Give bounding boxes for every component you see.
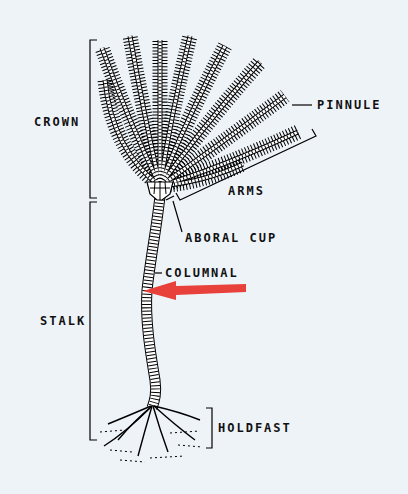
stalk-fill: [147, 196, 160, 408]
stalk-outline: [147, 196, 160, 408]
columnal-leader: [155, 272, 162, 273]
part-label: CROWN: [34, 116, 80, 129]
root: [153, 406, 168, 452]
arm: [159, 40, 162, 186]
arm: [160, 96, 285, 186]
arm: [160, 36, 190, 186]
part-label: ABORAL CUP: [185, 232, 277, 245]
part-label: COLUMNAL: [165, 267, 239, 280]
arm: [130, 36, 160, 186]
part-label: STALK: [40, 315, 86, 328]
pinnule-leader: [292, 104, 312, 105]
pinnules: [102, 36, 298, 186]
arms-fill: [102, 36, 298, 186]
holdfast-roots: [104, 406, 200, 456]
arm: [160, 132, 298, 186]
arms-bracket: [176, 129, 316, 200]
arm: [159, 40, 162, 186]
arm: [160, 132, 298, 186]
arm: [102, 48, 160, 186]
aboral-cup: [147, 182, 173, 200]
crown-bracket: [90, 40, 97, 198]
arm: [130, 36, 160, 186]
arm: [160, 96, 285, 186]
part-label: ARMS: [228, 185, 265, 198]
stalk-bracket: [90, 202, 97, 440]
holdfast-ground: [100, 430, 202, 462]
arm: [102, 48, 160, 186]
arm: [102, 48, 160, 186]
pointer-arrow: [143, 281, 246, 300]
holdfast-bracket: [206, 408, 212, 448]
pinnule: [102, 48, 160, 186]
cup-plates: [150, 182, 170, 200]
aboral-cup-leader: [166, 196, 182, 232]
ground-marks: [100, 430, 202, 462]
brackets: [90, 40, 316, 448]
arm: [130, 36, 160, 186]
arm-segments: [102, 36, 298, 186]
root: [154, 406, 200, 420]
arms-outline: [102, 36, 298, 186]
part-label: PINNULE: [317, 99, 382, 112]
root: [108, 406, 151, 424]
root: [104, 408, 150, 446]
stalk-columnals: [147, 196, 160, 408]
part-label: HOLDFAST: [218, 422, 292, 435]
